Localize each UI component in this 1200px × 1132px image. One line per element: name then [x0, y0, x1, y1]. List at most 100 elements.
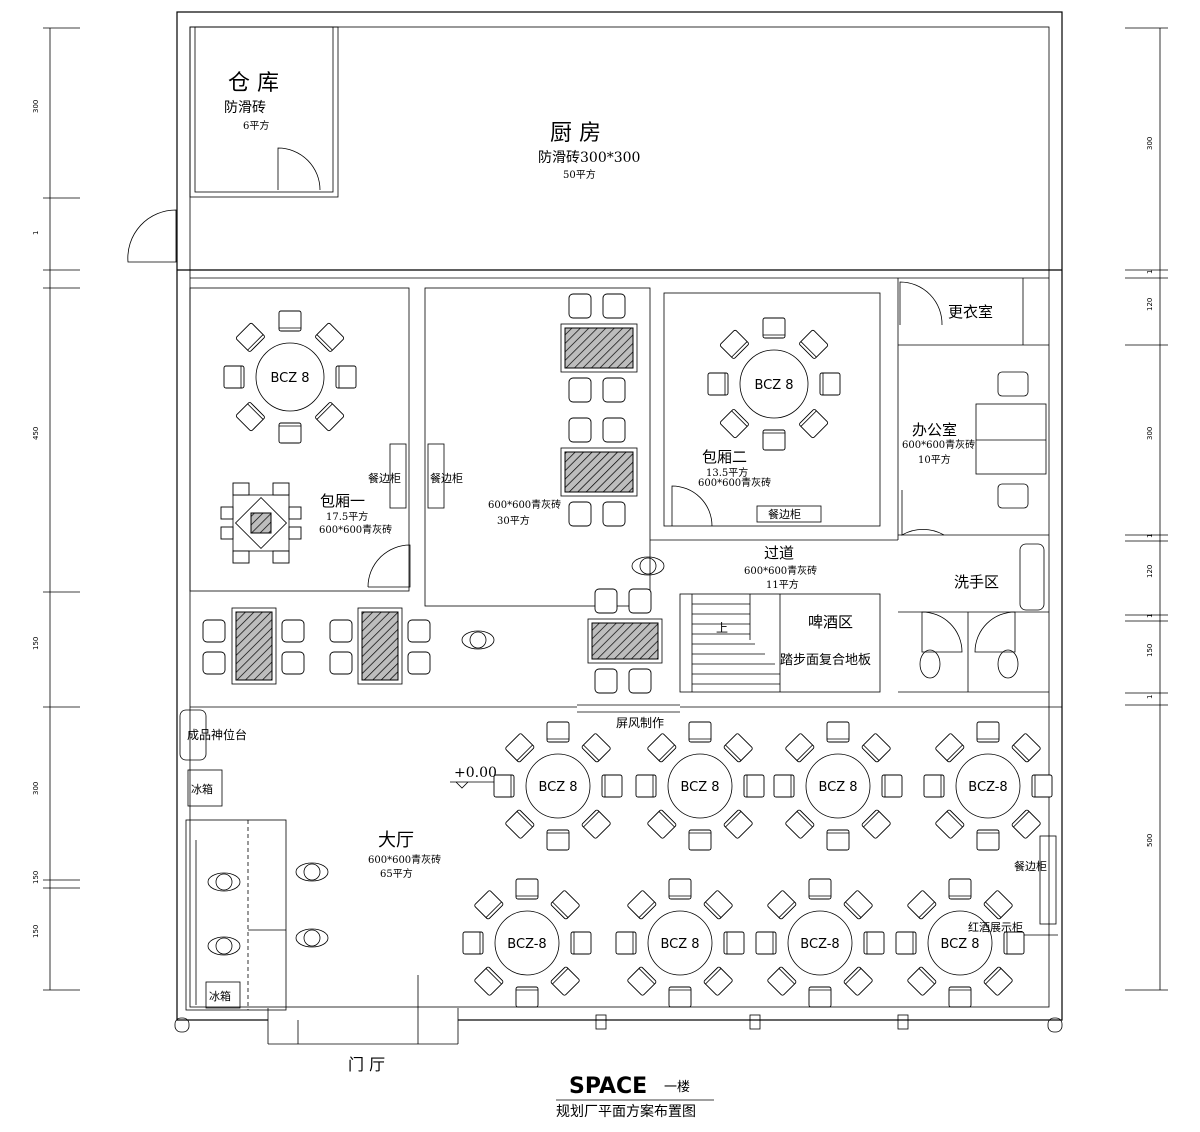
chair [602, 501, 626, 527]
title-floor: 一楼 [664, 1080, 690, 1095]
table-label: BCZ 8 [538, 780, 577, 795]
hall-table-h2: BCZ 8 [635, 721, 765, 851]
square-table [220, 482, 302, 564]
chair [505, 733, 535, 763]
freezer2-label: 冰箱 [209, 989, 231, 1003]
chair [223, 365, 245, 389]
chair [335, 365, 357, 389]
table-label: BCZ 8 [660, 937, 699, 952]
chair [785, 733, 815, 763]
chair [220, 506, 234, 520]
toilet-2 [997, 649, 1019, 679]
corridor-name: 过道 [764, 544, 794, 562]
hall-table-h3: BCZ 8 [773, 721, 903, 851]
dim-left-label: 1 [32, 231, 40, 235]
chair [272, 550, 290, 564]
chair [462, 931, 484, 955]
chair [628, 668, 652, 694]
screen-label: 屏风制作 [616, 716, 664, 730]
freezer1-box [187, 769, 223, 807]
dim-left-label: 150 [32, 925, 40, 938]
chair [861, 733, 891, 763]
round-table [255, 342, 325, 412]
dimension-left [43, 27, 80, 991]
chair [861, 809, 891, 839]
dim-right-label: 1 [1146, 695, 1154, 699]
stairs-mark: 上 [716, 621, 728, 635]
chair [723, 809, 753, 839]
chair [568, 501, 592, 527]
chair [703, 890, 733, 920]
chair [635, 774, 657, 798]
chair [232, 482, 250, 496]
chair [232, 550, 250, 564]
chair [329, 619, 353, 643]
chair [976, 829, 1000, 851]
side-cabinet-3-box [756, 505, 822, 523]
table-label: BCZ-8 [507, 937, 546, 952]
round-table [525, 753, 591, 819]
chair [627, 966, 657, 996]
kitchen-floor: 防滑砖300*300 [538, 149, 640, 166]
chair [493, 774, 515, 798]
side-cabinet-4: 餐边柜 [1014, 859, 1047, 873]
display-label: 成品神位台 [187, 727, 247, 742]
table-label: BCZ 8 [754, 378, 793, 393]
chair [474, 966, 504, 996]
front-table-1 [202, 607, 305, 685]
chair [668, 878, 692, 900]
chair [550, 966, 580, 996]
chair [407, 619, 431, 643]
chair [281, 619, 305, 643]
chair [743, 774, 765, 798]
chair [935, 809, 965, 839]
chair [515, 986, 539, 1008]
private1-name: 包厢一 [320, 492, 365, 510]
chair [647, 809, 677, 839]
chair [843, 966, 873, 996]
chair [808, 986, 832, 1008]
table-top [361, 611, 399, 681]
table-label: BCZ-8 [800, 937, 839, 952]
office-floor: 600*600青灰砖 [902, 438, 975, 451]
side-cabinet-1: 餐边柜 [368, 471, 401, 485]
chair [546, 721, 570, 743]
dim-right-label: 300 [1146, 137, 1154, 150]
chair [505, 809, 535, 839]
table-label: BCZ 8 [680, 780, 719, 795]
chair [602, 293, 626, 319]
chair [581, 733, 611, 763]
hall-table-h8: BCZ 8 [895, 878, 1025, 1008]
chair [329, 651, 353, 675]
beer-note: 踏步面复合地板 [780, 653, 871, 668]
bar-counter [185, 819, 287, 1011]
round-table [787, 910, 853, 976]
dim-right-label: 120 [1146, 298, 1154, 311]
level-mark: +0.00 [454, 765, 497, 781]
private2-floor: 600*600青灰砖 [698, 476, 771, 489]
office-name: 办公室 [912, 421, 957, 439]
chair [762, 317, 786, 339]
front-table-2 [329, 607, 431, 685]
table-label: BCZ 8 [270, 371, 309, 386]
chair [983, 966, 1013, 996]
chair [568, 377, 592, 403]
level-symbol [450, 781, 500, 789]
walls [127, 11, 1063, 1045]
chair [707, 372, 729, 396]
chair [407, 651, 431, 675]
round-table [805, 753, 871, 819]
hall-table-h6: BCZ 8 [615, 878, 745, 1008]
round-table [667, 753, 733, 819]
chair [719, 329, 749, 359]
side-cabinet-4-box [1039, 835, 1057, 925]
changing-name: 更衣室 [948, 303, 993, 321]
stairs [691, 594, 780, 692]
dim-left-label: 450 [32, 427, 40, 440]
office-desk [975, 371, 1047, 509]
chair [767, 890, 797, 920]
title-subtitle: 规划厂平面方案布置图 [556, 1103, 696, 1120]
chair [278, 422, 302, 444]
private2-area: 13.5平方 [706, 466, 748, 479]
